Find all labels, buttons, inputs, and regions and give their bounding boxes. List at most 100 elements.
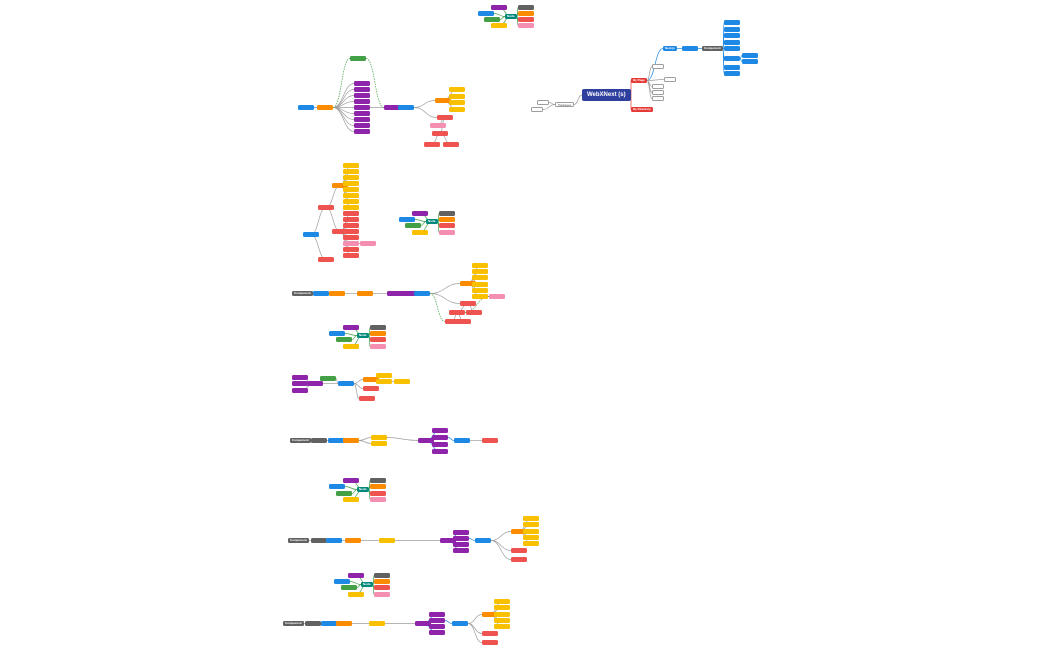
node-l14[interactable]: [494, 612, 510, 617]
node-r1r[interactable]: [724, 71, 740, 76]
node-c17[interactable]: [343, 235, 359, 240]
node-b7[interactable]: [354, 105, 370, 110]
node-a4[interactable]: Node: [505, 14, 517, 19]
node-d3[interactable]: [412, 230, 428, 235]
node-r1f[interactable]: [652, 96, 664, 101]
node-d4[interactable]: Node: [426, 219, 438, 224]
node-j7[interactable]: [453, 536, 469, 541]
node-h4[interactable]: [371, 435, 387, 440]
node-g11[interactable]: [359, 396, 375, 401]
node-a7[interactable]: [518, 17, 534, 22]
node-b1[interactable]: [317, 105, 333, 110]
node-c4[interactable]: [332, 229, 348, 234]
node-e12[interactable]: [472, 288, 488, 293]
node-k0[interactable]: [348, 573, 364, 578]
node-h2[interactable]: [328, 438, 344, 443]
node-e18[interactable]: [445, 319, 461, 324]
node-j11[interactable]: [511, 529, 527, 534]
node-r1e[interactable]: [652, 90, 664, 95]
node-l0[interactable]: Component: [283, 621, 304, 626]
node-e5[interactable]: [400, 291, 416, 296]
node-f7[interactable]: [370, 337, 386, 342]
node-k4[interactable]: Node: [361, 582, 373, 587]
node-b22[interactable]: [424, 142, 440, 147]
node-b23[interactable]: [443, 142, 459, 147]
node-b12[interactable]: [384, 105, 400, 110]
node-i2[interactable]: [336, 491, 352, 496]
node-k3[interactable]: [348, 592, 364, 597]
node-i4[interactable]: Node: [357, 487, 369, 492]
node-j9[interactable]: [453, 548, 469, 553]
node-l1[interactable]: [305, 621, 321, 626]
node-r1l[interactable]: [724, 40, 740, 45]
node-f6[interactable]: [370, 331, 386, 336]
node-b5[interactable]: [354, 93, 370, 98]
node-a3[interactable]: [491, 23, 507, 28]
node-e11[interactable]: [472, 282, 488, 287]
node-l6[interactable]: [429, 612, 445, 617]
node-b17[interactable]: [449, 100, 465, 105]
node-g2[interactable]: [292, 388, 308, 393]
node-c14[interactable]: [343, 217, 359, 222]
node-e10[interactable]: [472, 275, 488, 280]
node-l7[interactable]: [429, 618, 445, 623]
node-r1c[interactable]: [664, 77, 676, 82]
node-l12[interactable]: [494, 599, 510, 604]
node-r1p[interactable]: [742, 59, 758, 64]
node-a2[interactable]: [484, 17, 500, 22]
node-r1n[interactable]: [724, 56, 740, 61]
node-f3[interactable]: [343, 344, 359, 349]
node-j14[interactable]: [523, 529, 539, 534]
node-j12[interactable]: [523, 516, 539, 521]
node-c10[interactable]: [343, 193, 359, 198]
node-b11[interactable]: [354, 129, 370, 134]
node-r1o[interactable]: [742, 53, 758, 58]
node-e16[interactable]: [449, 310, 465, 315]
node-e17[interactable]: [466, 310, 482, 315]
node-i3[interactable]: [343, 497, 359, 502]
node-c6[interactable]: [343, 169, 359, 174]
node-e19[interactable]: [455, 319, 471, 324]
node-h1[interactable]: [311, 438, 327, 443]
node-l9[interactable]: [429, 630, 445, 635]
node-c15[interactable]: [343, 223, 359, 228]
node-h11[interactable]: [454, 438, 470, 443]
node-g1[interactable]: [292, 381, 308, 386]
node-c5[interactable]: [343, 163, 359, 168]
node-b13[interactable]: [398, 105, 414, 110]
node-j18[interactable]: [511, 557, 527, 562]
node-b8[interactable]: [354, 111, 370, 116]
node-c18[interactable]: [343, 241, 359, 246]
node-h7[interactable]: [432, 428, 448, 433]
node-l10[interactable]: [452, 621, 468, 626]
node-e9[interactable]: [472, 269, 488, 274]
node-c20[interactable]: [343, 247, 359, 252]
node-c19[interactable]: [360, 241, 376, 246]
node-c16[interactable]: [343, 229, 359, 234]
node-k5[interactable]: [374, 573, 390, 578]
node-h5[interactable]: [371, 441, 387, 446]
node-a5[interactable]: [518, 5, 534, 10]
node-d7[interactable]: [439, 223, 455, 228]
node-r1b[interactable]: [652, 64, 664, 69]
node-r0b[interactable]: [537, 100, 549, 105]
node-c21[interactable]: [343, 253, 359, 258]
node-c8[interactable]: [343, 181, 359, 186]
node-b16[interactable]: [449, 94, 465, 99]
node-f8[interactable]: [370, 344, 386, 349]
node-g4[interactable]: [320, 376, 336, 381]
node-b18[interactable]: [449, 107, 465, 112]
node-b4[interactable]: [354, 87, 370, 92]
node-c3[interactable]: [332, 183, 348, 188]
node-g0[interactable]: [292, 375, 308, 380]
node-l16[interactable]: [494, 624, 510, 629]
node-j0[interactable]: Component: [288, 538, 309, 543]
node-e13[interactable]: [472, 294, 488, 299]
node-g10[interactable]: [363, 386, 379, 391]
node-j15[interactable]: [523, 535, 539, 540]
node-h12[interactable]: [482, 438, 498, 443]
node-k6[interactable]: [374, 579, 390, 584]
node-i8[interactable]: [370, 497, 386, 502]
node-d1[interactable]: [399, 217, 415, 222]
node-a1[interactable]: [478, 11, 494, 16]
